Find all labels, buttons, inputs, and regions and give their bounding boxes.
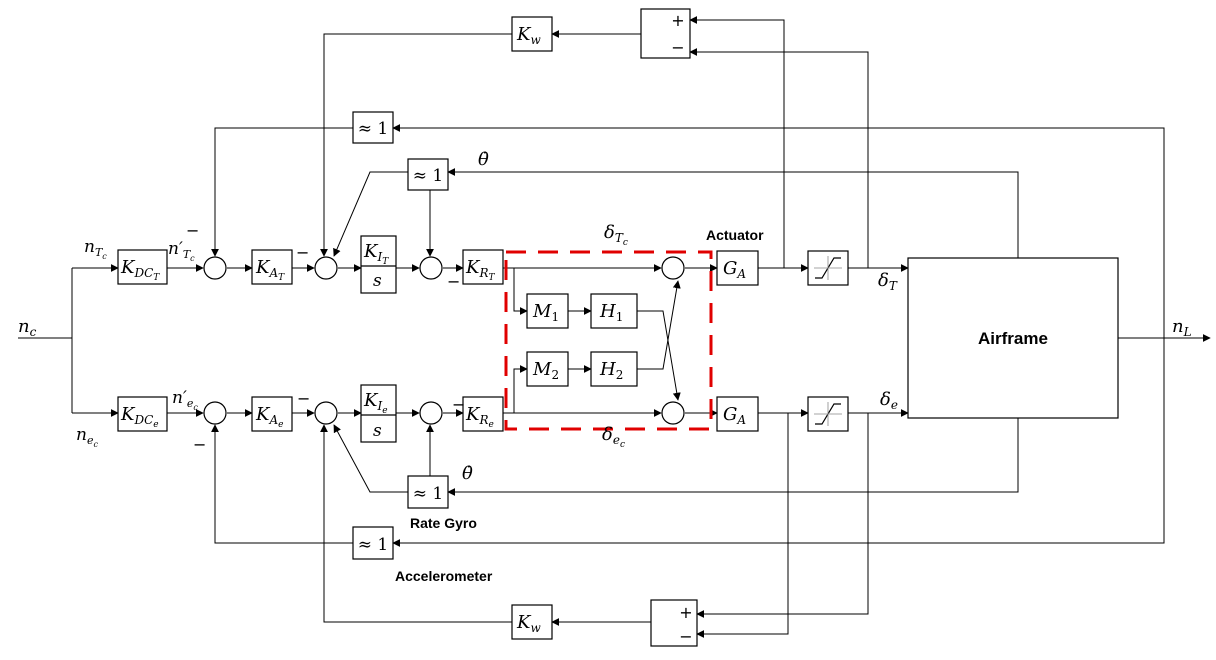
sum-junction-bottom-2 [314, 401, 338, 425]
svg-text:−: − [193, 435, 206, 454]
svg-text:≈ 1: ≈ 1 [413, 484, 443, 504]
svg-text:s: s [373, 421, 382, 441]
ka-t-block: KAT [251, 249, 293, 285]
summing-junctions [203, 256, 685, 425]
kw-bottom-block: Kw [511, 604, 553, 640]
svg-text:H2: H2 [599, 359, 623, 382]
svg-text:GA: GA [723, 404, 746, 427]
m1-block: M1 [526, 293, 569, 329]
decoupler-boundary [504, 250, 713, 431]
svg-text:≈ 1: ≈ 1 [358, 119, 388, 139]
svg-text:−: − [671, 38, 684, 57]
svg-text:−: − [447, 272, 460, 291]
delta-t-label: δT [878, 270, 898, 293]
ki-e-integrator-block: KIe s [360, 384, 397, 443]
accelerometer-bottom-block: ≈ 1 [352, 526, 394, 560]
svg-text:−: − [452, 395, 465, 414]
svg-text:KAe: KAe [255, 404, 283, 430]
output-nl-label: nL [1172, 316, 1192, 339]
scaled-command-t-label: n′Tc [168, 239, 195, 263]
sum-junction-bottom-1 [203, 401, 227, 425]
svg-text:+: + [671, 11, 684, 30]
svg-text:Airframe: Airframe [978, 329, 1048, 348]
sum-junction-top-2 [314, 256, 338, 280]
actuator-ga-bottom-block: GA [716, 396, 759, 432]
accelerometer-label: Accelerometer [395, 568, 493, 584]
svg-text:KDCT: KDCT [120, 257, 160, 283]
h2-block: H2 [590, 351, 638, 387]
svg-text:M1: M1 [532, 301, 559, 324]
accelerometer-top-block: ≈ 1 [352, 111, 394, 144]
kdc-t-block: KDCT [117, 249, 168, 285]
sum-junction-top-4 [661, 256, 685, 280]
kdc-e-block: KDCe [117, 396, 168, 432]
saturation-bottom-block [807, 396, 849, 432]
svg-text:KIe: KIe [363, 390, 388, 416]
svg-text:Kw: Kw [516, 612, 541, 635]
ka-e-block: KAe [251, 396, 293, 432]
sum-junction-bottom-3 [419, 401, 443, 425]
difference-bottom-block: + − [650, 599, 698, 647]
signal-wires [18, 16, 1211, 638]
delta-tc-label: δTc [604, 222, 628, 248]
scaled-command-e-label: n′ec [172, 388, 198, 412]
saturation-top-block [807, 250, 849, 286]
theta-dot-bottom-label: θ̇ [462, 463, 473, 484]
svg-text:M2: M2 [532, 359, 559, 382]
svg-text:KAT: KAT [255, 257, 285, 283]
svg-text:−: − [186, 221, 199, 240]
input-ntc-label: nTc [84, 237, 107, 261]
m2-block: M2 [526, 351, 569, 387]
delta-ec-label: δec [602, 424, 625, 450]
input-nec-label: nec [76, 425, 98, 449]
svg-text:s: s [373, 271, 382, 291]
ki-t-integrator-block: KIT s [360, 235, 397, 294]
svg-text:+: + [679, 603, 692, 622]
svg-text:Kw: Kw [516, 24, 541, 47]
actuator-ga-top-block: GA [716, 250, 759, 286]
kw-top-block: Kw [511, 16, 553, 52]
actuator-label: Actuator [706, 227, 764, 243]
h1-block: H1 [590, 293, 638, 329]
sum-junction-top-1 [203, 256, 227, 280]
junction-signs: − − − − − − [186, 221, 465, 454]
sum-junction-top-3 [419, 256, 443, 280]
svg-text:KRe: KRe [465, 404, 494, 430]
rate-gyro-label: Rate Gyro [410, 515, 477, 531]
kr-t-block: KRT [462, 249, 504, 285]
svg-text:≈ 1: ≈ 1 [358, 535, 388, 555]
rate-gyro-top-block: ≈ 1 [407, 158, 449, 191]
theta-dot-top-label: θ̇ [478, 149, 489, 170]
rate-gyro-bottom-block: ≈ 1 [407, 475, 449, 509]
svg-text:KDCe: KDCe [120, 404, 159, 430]
svg-text:−: − [296, 243, 309, 262]
svg-text:KIT: KIT [363, 241, 389, 267]
delta-e-label: δe [880, 389, 898, 412]
svg-text:−: − [297, 389, 310, 408]
input-nc-label: nc [18, 316, 37, 339]
svg-text:−: − [679, 627, 692, 646]
difference-top-block: + − [640, 8, 691, 59]
kr-e-block: KRe [462, 396, 504, 432]
svg-text:GA: GA [723, 258, 746, 281]
svg-text:≈ 1: ≈ 1 [413, 166, 443, 186]
svg-text:KRT: KRT [465, 257, 496, 283]
airframe-block: Airframe [907, 257, 1119, 419]
sum-junction-bottom-4 [661, 401, 685, 425]
svg-text:H1: H1 [599, 301, 623, 324]
